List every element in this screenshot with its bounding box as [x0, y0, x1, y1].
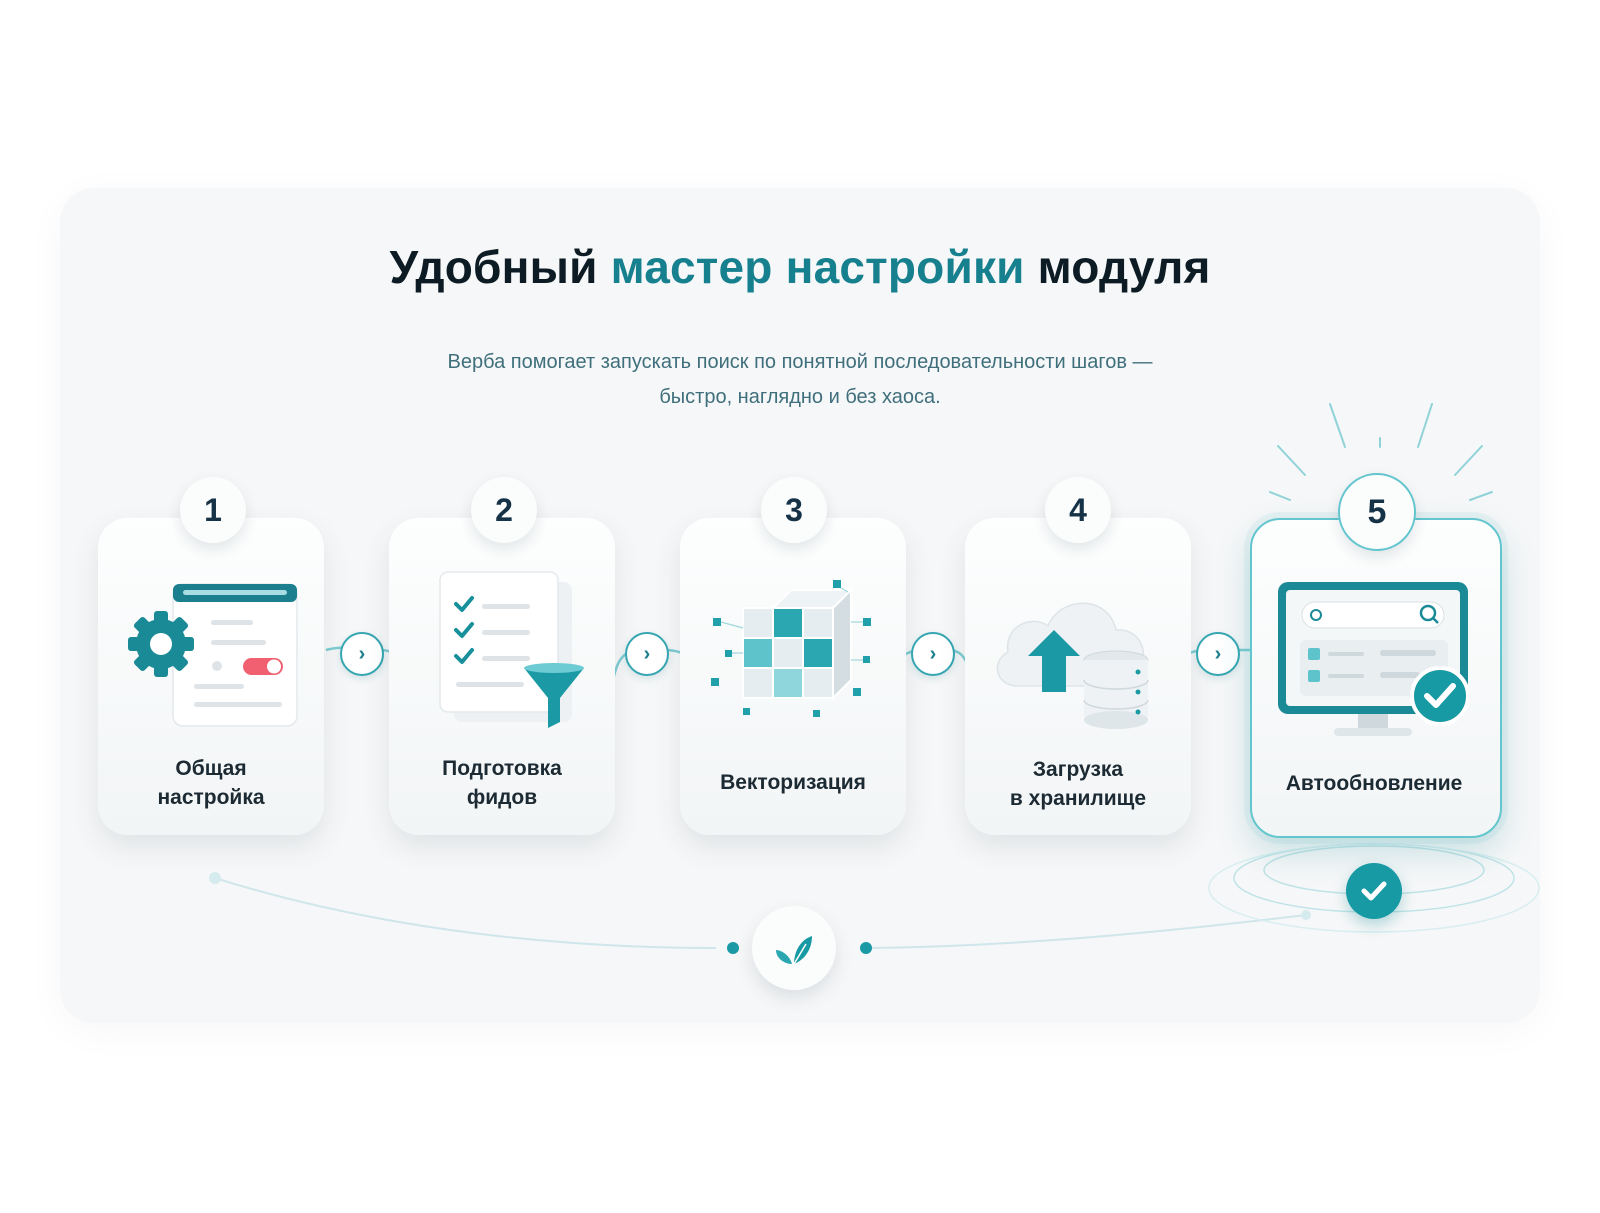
- settings-window-icon: [128, 583, 298, 727]
- step-number-5: 5: [1338, 473, 1416, 551]
- title-part2: модуля: [1037, 241, 1211, 293]
- title-part1: Удобный: [389, 241, 598, 293]
- step-number-4: 4: [1045, 477, 1111, 543]
- next-arrow-1[interactable]: ›: [340, 632, 384, 676]
- glow-rays: [1269, 403, 1493, 501]
- next-arrow-4[interactable]: ›: [1196, 632, 1240, 676]
- step-label-2-line1: Подготовка: [442, 757, 562, 780]
- step-number-3: 3: [761, 477, 827, 543]
- step-label-4-line1: Загрузка: [1032, 758, 1124, 781]
- step-label-1-line1: Общая: [175, 757, 247, 780]
- cloud-upload-database-icon: [996, 602, 1149, 729]
- title-accent: мастер настройки: [610, 241, 1025, 293]
- next-arrow-2[interactable]: ›: [625, 632, 669, 676]
- step-label-5-line1: Автообновление: [1285, 772, 1463, 795]
- subtitle-line1: Верба помогает запускать поиск по понятн…: [447, 351, 1153, 373]
- page-title: Удобный мастер настройки модуля: [0, 240, 1600, 294]
- step-label-4: Загрузка в хранилище: [965, 755, 1191, 813]
- step-label-1: Общая настройка: [98, 754, 324, 812]
- leaf-icon: [776, 936, 812, 965]
- step-label-4-line2: в хранилище: [1009, 787, 1147, 810]
- step-number-2: 2: [471, 477, 537, 543]
- step-label-3-line1: Векторизация: [720, 771, 866, 794]
- vector-cube-icon: [711, 580, 871, 717]
- step-label-2-line2: фидов: [466, 786, 538, 809]
- step-label-5: Автообновление: [1261, 769, 1487, 798]
- step-label-3: Векторизация: [680, 768, 906, 797]
- leaf-badge: [752, 906, 836, 990]
- step-label-2: Подготовка фидов: [389, 754, 615, 812]
- done-check: [1346, 863, 1402, 919]
- checklist-filter-icon: [439, 571, 584, 728]
- next-arrow-3[interactable]: ›: [911, 632, 955, 676]
- step-label-1-line2: настройка: [157, 786, 265, 809]
- check-circle-icon: [1361, 881, 1387, 901]
- subtitle-line2: быстро, наглядно и без хаоса.: [659, 386, 941, 408]
- monitor-check-icon: [1278, 582, 1470, 736]
- subtitle: Верба помогает запускать поиск по понятн…: [300, 345, 1300, 415]
- ripples: [1208, 843, 1540, 933]
- step-number-1: 1: [180, 477, 246, 543]
